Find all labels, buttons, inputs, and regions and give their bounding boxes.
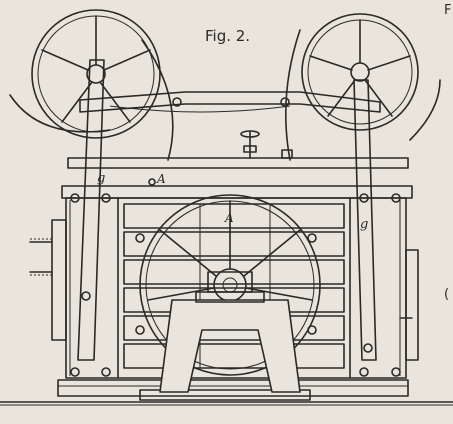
left-bracket (29, 219, 67, 341)
flywheel (139, 194, 321, 376)
edge-text-right: ( (444, 287, 449, 302)
base-plinth (57, 379, 409, 401)
top-handwheel (240, 130, 293, 159)
curved-arms (9, 29, 441, 161)
label-rod-left: g (97, 171, 105, 186)
right-connecting-rod (353, 79, 377, 361)
label-crossbar: A (156, 172, 166, 186)
label-rod-right: g (360, 217, 368, 232)
left-pulley-wheel (31, 9, 161, 139)
flywheel-pedestal (159, 271, 301, 393)
label-wheel: A (224, 211, 234, 225)
right-bracket (399, 249, 419, 361)
figure-title: Fig. 2. (205, 27, 250, 45)
edge-text-top: F (444, 3, 451, 18)
plate-stack (123, 203, 345, 369)
top-crossbeam (67, 91, 409, 169)
bolts (70, 97, 401, 377)
right-pulley-wheel (301, 13, 419, 131)
left-connecting-rod (77, 59, 105, 361)
